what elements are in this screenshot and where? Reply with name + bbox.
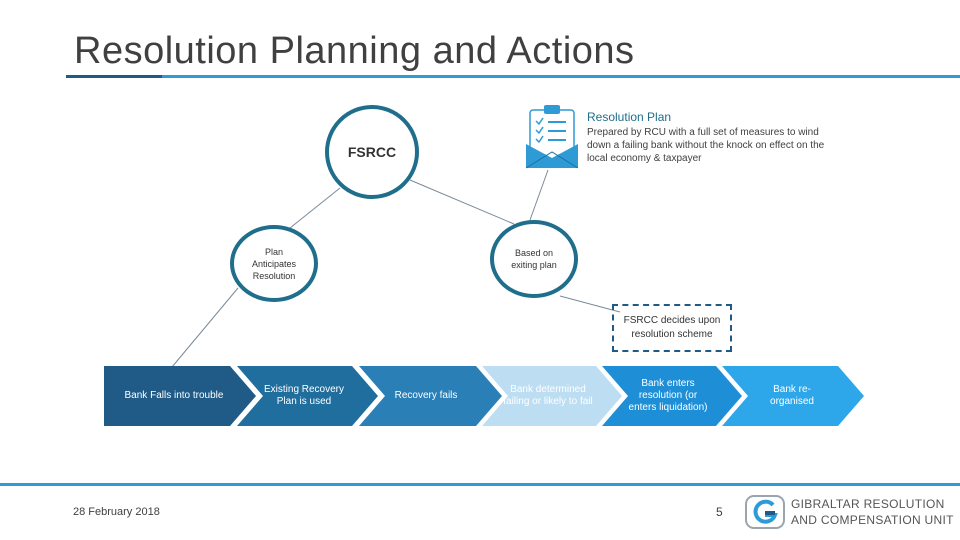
logo-line-2: AND COMPENSATION UNIT <box>791 513 954 527</box>
g-logo-icon <box>745 495 785 529</box>
process-chevron-bar <box>104 366 864 426</box>
fsrcc-decides-box: FSRCC decides upon resolution scheme <box>612 304 732 352</box>
fsrcc-label: FSRCC <box>347 144 397 160</box>
slide-title: Resolution Planning and Actions <box>74 30 635 72</box>
step-2-label: Existing Recovery Plan is used <box>263 384 345 407</box>
step-5-shape <box>602 366 742 426</box>
footer-rule <box>0 483 960 486</box>
resolution-plan-title: Resolution Plan <box>587 110 672 124</box>
connector-based-decides <box>559 295 621 313</box>
connector-fsrcc-plan <box>289 187 341 229</box>
connector-icon-based <box>529 169 549 221</box>
fsrcc-circle: FSRCC <box>325 105 419 199</box>
based-on-plan-circle: Based on exiting plan <box>490 220 578 298</box>
step-5-label: Bank enters resolution (or enters liquid… <box>628 378 708 413</box>
footer-date: 28 February 2018 <box>73 506 160 518</box>
step-3-shape <box>359 366 502 426</box>
clipboard-checklist-icon <box>525 105 579 169</box>
plan-anticipates-circle: Plan Anticipates Resolution <box>230 225 318 302</box>
title-underline-accent <box>66 75 162 78</box>
connector-plan-bank <box>171 287 239 368</box>
logo-text: GIBRALTAR RESOLUTION AND COMPENSATION UN… <box>791 496 954 528</box>
step-3-label: Recovery fails <box>394 390 458 401</box>
step-4-label: Bank determined failing or likely to fai… <box>503 384 593 407</box>
resolution-plan-description: Prepared by RCU with a full set of measu… <box>587 127 825 164</box>
fsrcc-decides-label: FSRCC decides upon resolution scheme <box>623 315 721 340</box>
step-6-label: Bank re-organised <box>770 384 814 407</box>
based-on-plan-label: Based on exiting plan <box>511 248 557 270</box>
connector-fsrcc-based <box>409 179 515 225</box>
logo-line-1: GIBRALTAR RESOLUTION <box>791 497 945 511</box>
title-underline <box>66 75 960 78</box>
step-1-shape <box>104 366 256 426</box>
step-2-shape <box>237 366 378 426</box>
step-1-label: Bank Falls into trouble <box>124 390 224 401</box>
plan-anticipates-label: Plan Anticipates Resolution <box>251 246 297 281</box>
page-number: 5 <box>716 505 723 519</box>
step-6-shape <box>722 366 864 426</box>
step-4-shape <box>482 366 622 426</box>
